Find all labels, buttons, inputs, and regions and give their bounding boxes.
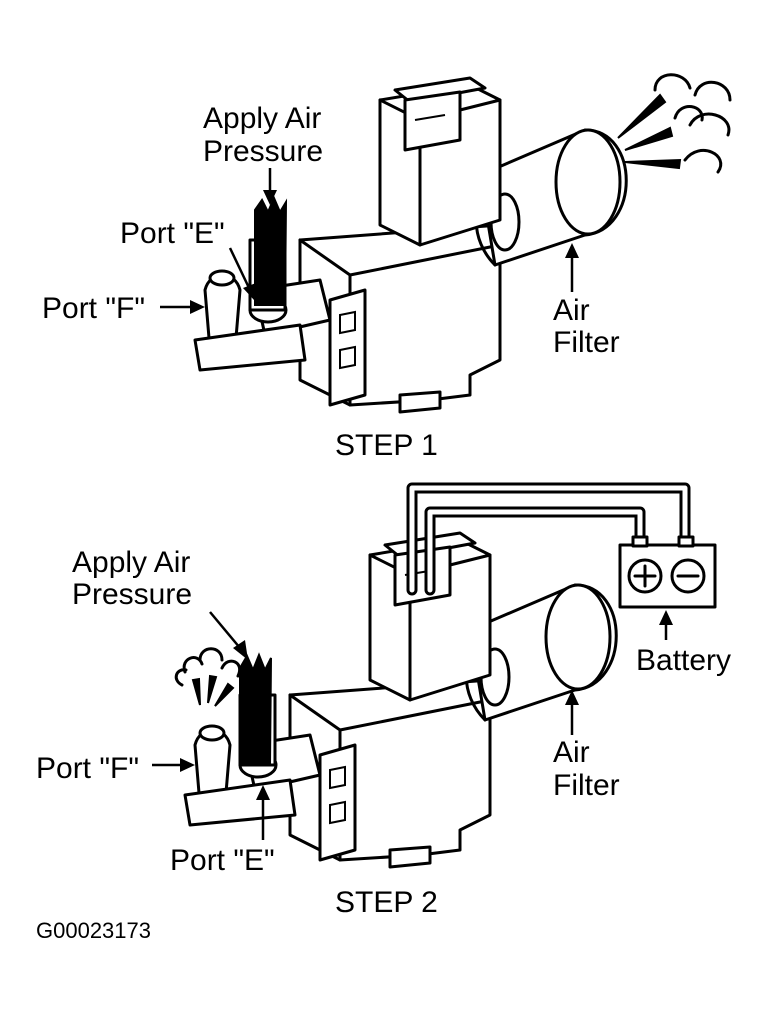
step2-apply-air-label-line2: Pressure [72, 578, 192, 611]
step1-exhaust-puff [617, 73, 732, 174]
step1-port-e-label: Port "E" [120, 217, 225, 250]
figure-id: G00023173 [36, 918, 151, 943]
step1-apply-air-label-line1: Apply Air [203, 102, 321, 135]
step2-port-f-exhaust-puff [174, 647, 242, 707]
step2-title: STEP 2 [335, 886, 438, 919]
step2-air-filter-label-line2: Filter [553, 769, 620, 802]
step2-battery-wires [406, 482, 691, 596]
step2-pressure-hose [239, 652, 272, 766]
step1-apply-air-label-line2: Pressure [203, 135, 323, 168]
step1-pressure-hose [254, 195, 288, 306]
step2-air-filter-label-line1: Air [553, 736, 590, 769]
step2-battery [618, 535, 717, 609]
step2-apply-air-label-line1: Apply Air [72, 546, 190, 579]
step1-group: Apply Air Pressure Port "E" Port "F" Air… [42, 73, 732, 462]
step1-air-filter-label-line1: Air [553, 294, 590, 327]
step2-apply-air-arrow [209, 611, 241, 649]
step1-port-f-label: Port "F" [42, 292, 145, 325]
step1-title: STEP 1 [335, 429, 438, 462]
step1-air-filter-label-line2: Filter [553, 326, 620, 359]
step2-port-f-label: Port "F" [36, 752, 139, 785]
step2-port-e-label: Port "E" [170, 844, 275, 877]
step2-group: Battery Apply Air Pressure Port "F" Port… [36, 482, 731, 919]
step2-battery-label: Battery [636, 644, 731, 677]
step1-port-e-arrow [228, 247, 252, 291]
